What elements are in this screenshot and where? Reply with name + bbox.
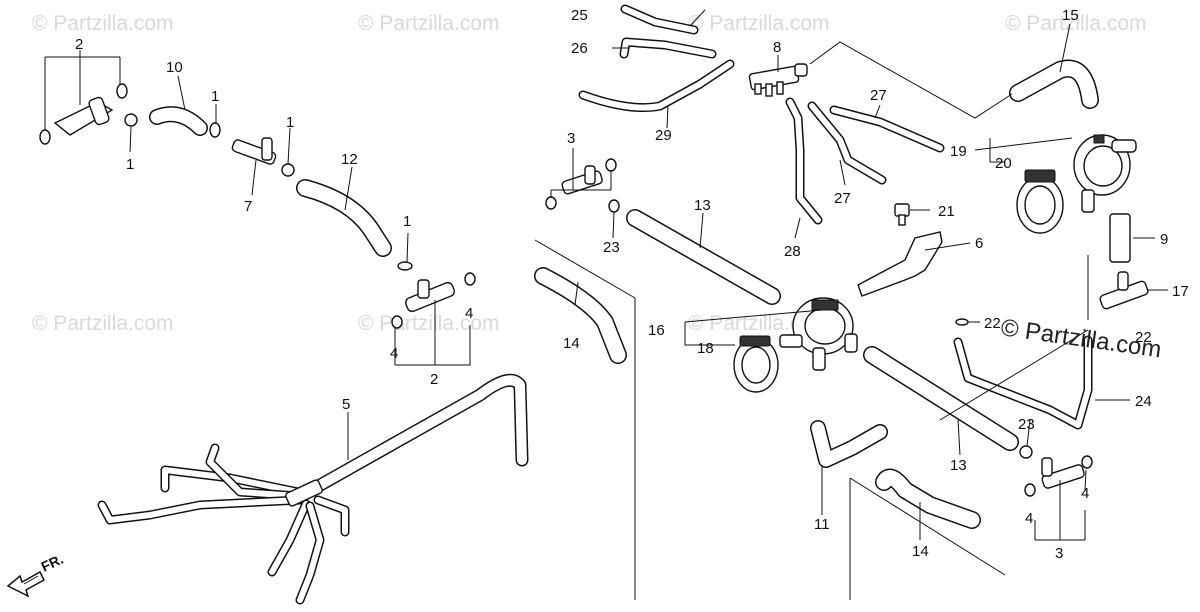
callout-8: 8	[773, 39, 781, 56]
bracket-6	[857, 231, 943, 297]
joint-17	[1099, 271, 1149, 310]
callout-1: 1	[286, 114, 294, 131]
callout-1: 1	[211, 88, 219, 105]
callout-4: 4	[1081, 485, 1089, 502]
callout-21: 21	[938, 203, 955, 220]
watermark-main: © Partzilla.com	[999, 314, 1163, 363]
watermark: © Partzilla.com	[358, 12, 500, 35]
callout-20: 20	[995, 155, 1012, 172]
valve-16	[779, 297, 858, 371]
callout-1: 1	[403, 213, 411, 230]
callout-7: 7	[244, 198, 252, 215]
callout-22: 22	[1135, 329, 1152, 346]
callout-12: 12	[341, 151, 358, 168]
callout-23: 23	[603, 239, 620, 256]
bolt-21	[894, 203, 910, 226]
callout-10: 10	[166, 59, 183, 76]
clip-23-lower	[1019, 445, 1033, 459]
callout-4: 4	[1025, 510, 1033, 527]
callout-numbers: 2 10 1 1 1 7 12 1 4 4 2 5 25 26 29 8 15 …	[75, 7, 1189, 562]
clamp-20	[1016, 169, 1064, 234]
clip-23	[608, 199, 620, 213]
manifold-8	[748, 63, 808, 97]
watermark-group: © Partzilla.com © Partzilla.com © Partzi…	[32, 12, 1147, 335]
joint-2-lower	[391, 272, 476, 329]
callout-22: 22	[984, 315, 1001, 332]
watermark: © Partzilla.com	[688, 12, 830, 35]
callout-18: 18	[697, 340, 714, 357]
watermark: © Partzilla.com	[32, 312, 174, 335]
callout-24: 24	[1135, 393, 1152, 410]
callout-6: 6	[975, 235, 983, 252]
callout-9: 9	[1160, 231, 1168, 248]
callout-13: 13	[950, 457, 967, 474]
joint-2-upper	[39, 83, 138, 145]
hose-layer	[97, 4, 1131, 605]
watermark: © Partzilla.com	[1005, 12, 1147, 35]
callout-19: 19	[950, 143, 967, 160]
callout-25: 25	[571, 7, 588, 24]
callout-5: 5	[342, 396, 350, 413]
callout-29: 29	[655, 127, 672, 144]
leader-lines	[44, 9, 1168, 541]
front-direction-label: FR.	[39, 551, 66, 575]
callout-2: 2	[75, 36, 83, 53]
callout-27: 27	[834, 190, 851, 207]
joint-3-lower	[1024, 455, 1093, 497]
watermark: © Partzilla.com	[358, 312, 500, 335]
callout-17: 17	[1172, 283, 1189, 300]
callout-11: 11	[814, 516, 830, 533]
clamp-18	[733, 335, 779, 393]
callout-1: 1	[126, 156, 134, 173]
callout-2: 2	[430, 371, 438, 388]
callout-15: 15	[1062, 7, 1079, 24]
front-direction-arrow-icon	[6, 570, 45, 598]
joint-7	[231, 137, 295, 177]
clip-1-lower	[397, 261, 413, 271]
callout-13: 13	[694, 197, 711, 214]
clip-22	[955, 318, 969, 326]
callout-14: 14	[912, 543, 929, 560]
component-layer	[39, 63, 1149, 507]
callout-28: 28	[784, 243, 801, 260]
joint-hose-5	[285, 479, 323, 507]
joint-3-upper	[545, 158, 617, 210]
watermark: © Partzilla.com	[32, 12, 174, 35]
clip-1	[209, 122, 221, 138]
callout-16: 16	[648, 322, 665, 339]
valve-19	[1073, 134, 1137, 213]
callout-4: 4	[465, 305, 473, 322]
panel-guides	[534, 239, 1006, 600]
callout-3: 3	[1055, 545, 1063, 562]
callout-27: 27	[870, 87, 887, 104]
front-direction-marker: FR.	[6, 551, 66, 598]
callout-14: 14	[563, 335, 580, 352]
callout-23: 23	[1018, 416, 1035, 433]
hose-9	[1109, 213, 1131, 263]
callout-26: 26	[571, 40, 588, 57]
callout-4: 4	[390, 345, 398, 362]
callout-3: 3	[567, 130, 575, 147]
